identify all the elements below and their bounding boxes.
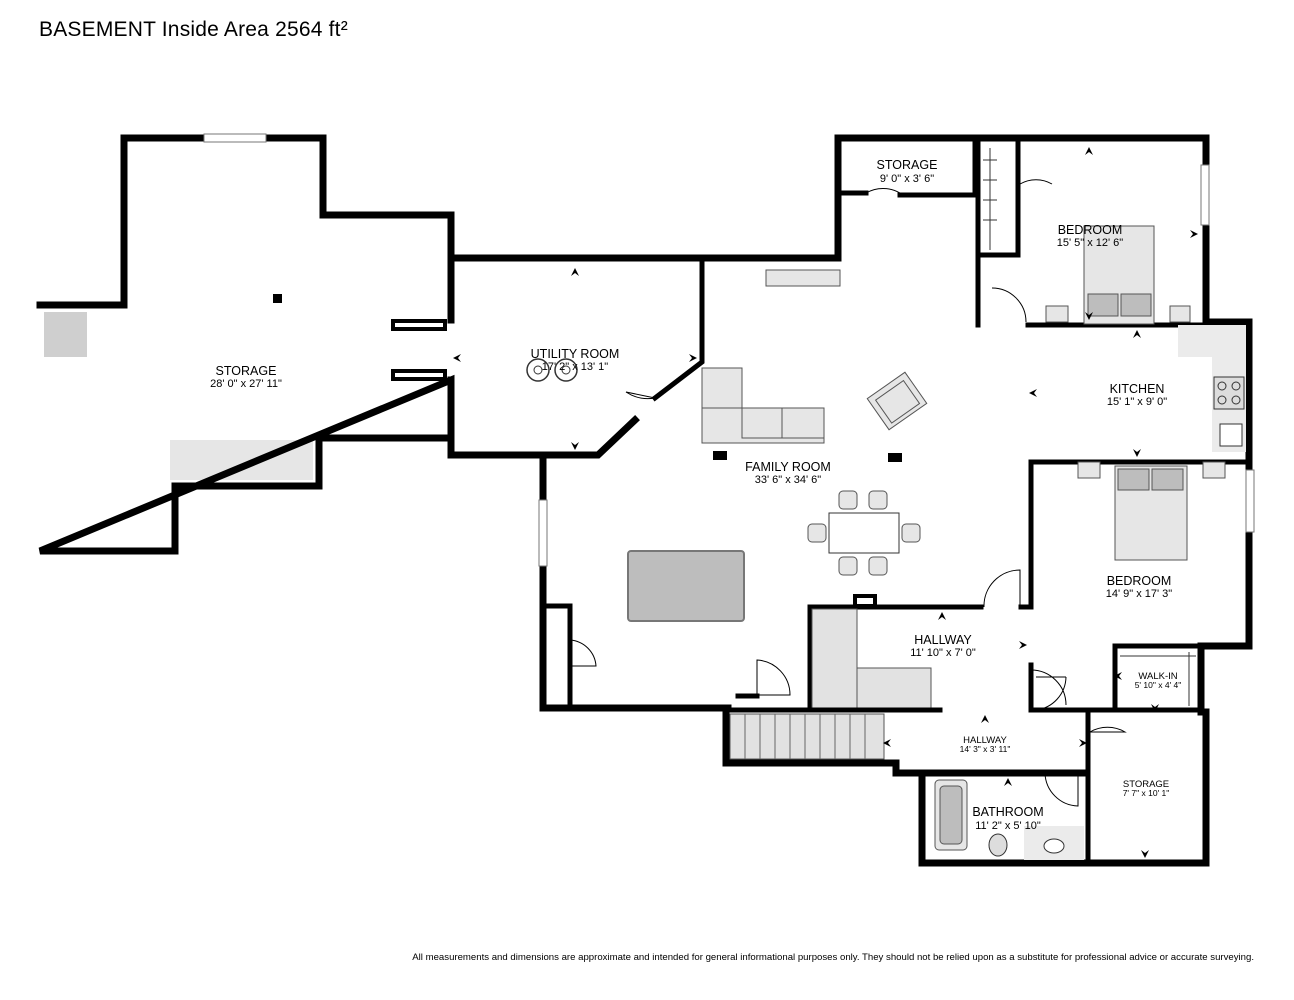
utility-room (447, 134, 1253, 716)
window (1200, 164, 1210, 226)
room-dims-storage-lower: 7' 7" x 10' 1" (1123, 788, 1170, 798)
sink-icon (1043, 838, 1065, 854)
room-name-hallway-main: HALLWAY (914, 633, 972, 647)
room-dims-bathroom: 11' 2" x 5' 10" (975, 820, 1041, 832)
window (538, 499, 548, 567)
bedroom-top-room (975, 140, 1210, 328)
room-name-bedroom-right: BEDROOM (1107, 574, 1172, 588)
direction-markers (453, 147, 1198, 858)
storage-top-room (839, 140, 978, 198)
sink-icon (1219, 423, 1243, 447)
room-dims-storage-top: 9' 0" x 3' 6" (880, 173, 934, 185)
room-dims-hallway-main: 11' 10" x 7' 0" (910, 647, 976, 659)
family-room (538, 269, 928, 712)
room-dims-utility: 17' 2" x 13' 1" (542, 361, 609, 373)
room-name-storage-top: STORAGE (877, 158, 938, 172)
room-name-utility: UTILITY ROOM (531, 347, 620, 361)
disclaimer-text: All measurements and dimensions are appr… (412, 952, 1254, 963)
plan-title: BASEMENT Inside Area 2564 ft² (39, 18, 348, 41)
room-dims-family: 33' 6" x 34' 6" (755, 474, 822, 486)
room-name-bathroom: BATHROOM (972, 805, 1043, 819)
storage-main-room (36, 133, 455, 555)
room-name-storage-main: STORAGE (216, 364, 277, 378)
hallway-area (722, 569, 1127, 777)
room-dims-bedroom-right: 14' 9" x 17' 3" (1106, 588, 1173, 600)
room-name-walkin: WALK-IN (1138, 671, 1177, 682)
tv-stand-icon (765, 269, 841, 287)
room-name-kitchen: KITCHEN (1110, 382, 1165, 396)
room-name-hallway-lower: HALLWAY (963, 735, 1007, 746)
window (1245, 469, 1255, 533)
room-name-storage-lower: STORAGE (1123, 779, 1169, 790)
stove-icon (1213, 376, 1245, 410)
room-dims-walkin: 5' 10" x 4' 4" (1135, 680, 1182, 690)
room-dims-bedroom-top: 15' 5" x 12' 6" (1057, 237, 1124, 249)
stairs (729, 713, 885, 760)
stairs (811, 608, 858, 709)
bathroom-room (918, 708, 1210, 867)
bedroom-right-room (1028, 459, 1255, 713)
toilet-icon (988, 833, 1008, 857)
armchair-icon (866, 371, 928, 431)
room-dims-hallway-lower: 14' 3" x 3' 11" (960, 744, 1011, 754)
furnace-icon (554, 358, 578, 382)
room-name-family: FAMILY ROOM (745, 460, 831, 474)
dining-table-icon (828, 512, 900, 554)
room-name-bedroom-top: BEDROOM (1058, 223, 1123, 237)
support-column (273, 294, 282, 303)
room-dims-kitchen: 15' 1" x 9' 0" (1107, 396, 1167, 408)
window (203, 133, 267, 143)
pool-table-icon (627, 550, 745, 622)
room-dims-storage-main: 28' 0" x 27' 11" (210, 378, 282, 390)
storage-shelf (44, 312, 87, 357)
kitchen-room (1178, 325, 1246, 452)
water-heater-icon (526, 358, 550, 382)
